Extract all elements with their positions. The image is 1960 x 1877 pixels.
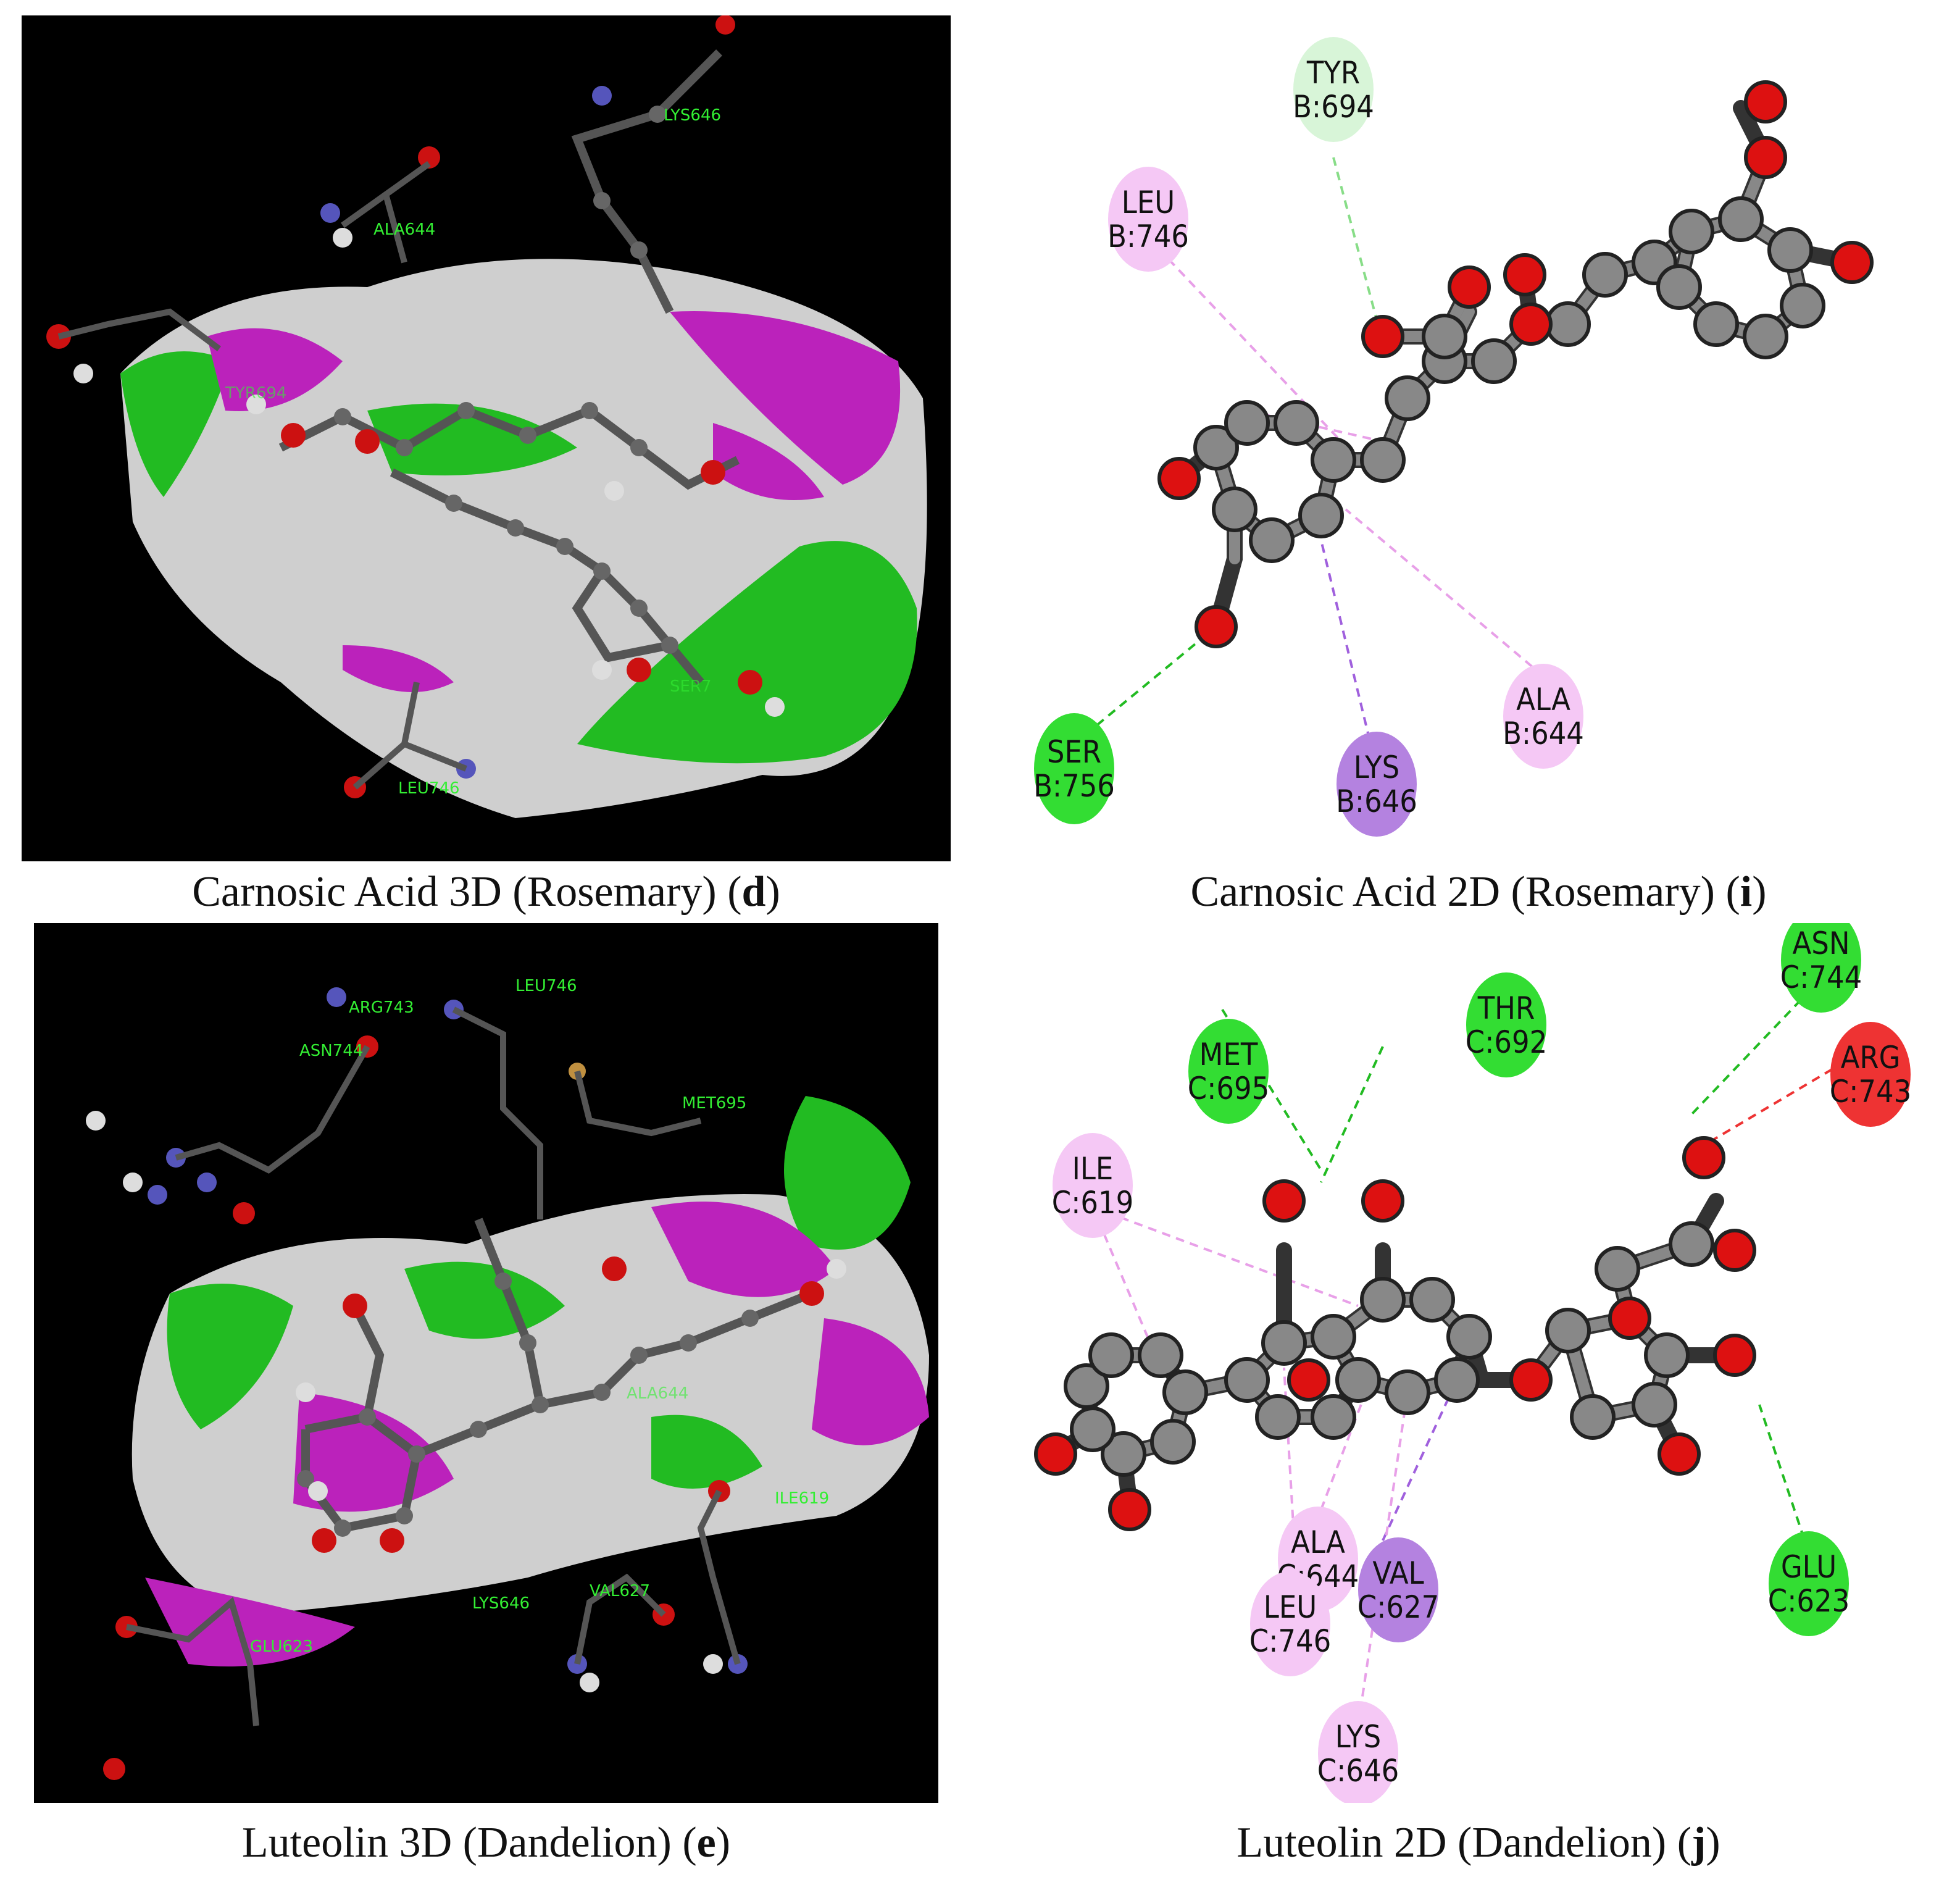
label-arg743: ARG743: [349, 998, 414, 1017]
label-met695: MET695: [682, 1094, 746, 1113]
residue-lys-b646: LYS B:646: [1336, 732, 1417, 837]
residue-ser-b756: SER B:756: [1033, 713, 1115, 824]
svg-text:C:692: C:692: [1466, 1024, 1547, 1060]
svg-text:LYS: LYS: [1335, 1719, 1381, 1755]
svg-text:ALA: ALA: [1516, 682, 1570, 717]
panel-i-2d-carnosic: TYR B:694 LEU B:746 ALA B:644 LYS B:646 …: [1000, 15, 1957, 861]
caption-i-letter: i: [1740, 868, 1753, 916]
caption-j: Luteolin 2D (Dandelion) (j): [1236, 1819, 1720, 1867]
residue-arg-c743: ARG C:743: [1830, 1022, 1911, 1127]
svg-text:LYS: LYS: [1354, 750, 1399, 785]
svg-text:C:744: C:744: [1780, 959, 1862, 995]
caption-j-text: Luteolin 2D (Dandelion): [1236, 1819, 1667, 1867]
svg-text:B:646: B:646: [1336, 784, 1417, 819]
residue-tyr-b694: TYR B:694: [1293, 37, 1374, 142]
caption-e-text: Luteolin 3D (Dandelion): [241, 1819, 672, 1867]
svg-text:C:695: C:695: [1188, 1071, 1269, 1106]
residue-ile-c619: ILE C:619: [1052, 1133, 1133, 1238]
caption-e: Luteolin 3D (Dandelion) (e): [241, 1819, 731, 1867]
caption-i-text: Carnosic Acid 2D (Rosemary): [1190, 868, 1715, 916]
svg-text:B:746: B:746: [1107, 219, 1189, 254]
caption-j-letter: j: [1691, 1819, 1706, 1867]
caption-d-letter: d: [741, 868, 766, 916]
svg-text:C:619: C:619: [1052, 1185, 1133, 1221]
svg-text:ASN: ASN: [1793, 926, 1850, 961]
panel-e-3d-luteolin: ARG743 ASN744 LEU746 MET695 ALA644 ILE61…: [34, 923, 938, 1803]
svg-text:B:756: B:756: [1033, 768, 1115, 804]
residue-asn-c744: ASN C:744: [1780, 923, 1862, 1013]
label-glu623: GLU623: [250, 1637, 313, 1656]
svg-text:C:746: C:746: [1249, 1623, 1331, 1659]
svg-text:SER: SER: [1047, 734, 1101, 770]
caption-d: Carnosic Acid 3D (Rosemary) (d): [192, 868, 780, 916]
residue-val-c627: VAL C:627: [1357, 1537, 1439, 1642]
svg-text:C:743: C:743: [1830, 1074, 1911, 1110]
label-ser7: SER7: [670, 677, 712, 696]
label-asn744: ASN744: [299, 1042, 363, 1060]
svg-text:C:623: C:623: [1768, 1583, 1849, 1619]
label-tyr694: TYR694: [225, 384, 286, 403]
label-leu746: LEU746: [398, 779, 460, 798]
label-lys646: LYS646: [664, 106, 721, 125]
svg-text:LEU: LEU: [1264, 1589, 1317, 1625]
caption-i: Carnosic Acid 2D (Rosemary) (i): [1190, 868, 1767, 916]
label-ala644: ALA644: [627, 1384, 688, 1403]
residue-glu-c623: GLU C:623: [1768, 1531, 1849, 1636]
svg-text:VAL: VAL: [1372, 1555, 1424, 1591]
svg-text:ARG: ARG: [1841, 1040, 1901, 1076]
svg-text:GLU: GLU: [1781, 1549, 1837, 1585]
luteolin-2d-view: ASN C:744 THR C:692 MET C:695 ARG C:743 …: [1000, 923, 1957, 1803]
caption-d-text: Carnosic Acid 3D (Rosemary): [192, 868, 717, 916]
svg-text:THR: THR: [1477, 990, 1535, 1026]
svg-text:ALA: ALA: [1291, 1524, 1345, 1560]
residue-lys-c646: LYS C:646: [1317, 1701, 1399, 1803]
residue-leu-b746: LEU B:746: [1107, 167, 1189, 272]
residue-thr-c692: THR C:692: [1466, 972, 1547, 1077]
luteolin-3d-view: ARG743 ASN744 LEU746 MET695 ALA644 ILE61…: [34, 923, 938, 1803]
caption-e-letter: e: [696, 1819, 716, 1867]
panel-j-2d-luteolin: ASN C:744 THR C:692 MET C:695 ARG C:743 …: [1000, 923, 1957, 1803]
residue-leu-c746: LEU C:746: [1249, 1571, 1331, 1676]
panel-d-3d-carnosic: LYS646 ALA644 TYR694 SER7 LEU746: [22, 15, 951, 861]
svg-text:TYR: TYR: [1306, 55, 1360, 91]
svg-text:LEU: LEU: [1122, 185, 1175, 220]
svg-text:B:694: B:694: [1293, 89, 1374, 125]
svg-text:MET: MET: [1199, 1037, 1258, 1072]
svg-text:C:646: C:646: [1317, 1753, 1399, 1789]
label-ile619: ILE619: [775, 1489, 829, 1508]
residue-met-c695: MET C:695: [1188, 1019, 1269, 1124]
label-val627: VAL627: [590, 1582, 650, 1600]
label-lys646: LYS646: [472, 1594, 530, 1613]
carnosic-3d-view: LYS646 ALA644 TYR694 SER7 LEU746: [22, 15, 951, 861]
residue-ala-b644: ALA B:644: [1503, 664, 1584, 769]
svg-text:B:644: B:644: [1503, 716, 1584, 751]
svg-text:ILE: ILE: [1072, 1151, 1114, 1187]
label-leu746: LEU746: [515, 977, 577, 995]
carnosic-2d-view: TYR B:694 LEU B:746 ALA B:644 LYS B:646 …: [1000, 15, 1957, 861]
svg-text:C:627: C:627: [1357, 1589, 1439, 1625]
label-ala644: ALA644: [373, 220, 435, 239]
